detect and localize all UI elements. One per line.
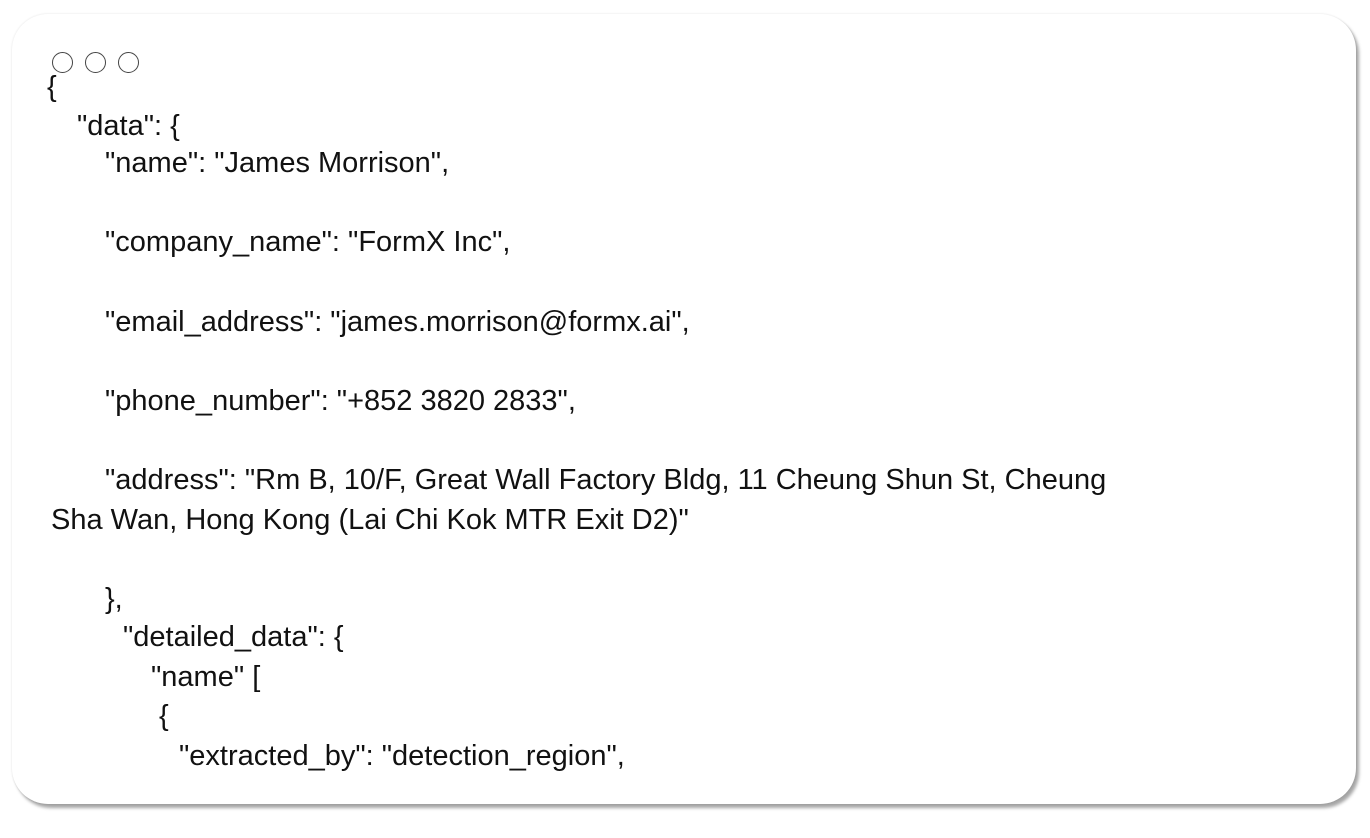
code-line: "company_name": "FormX Inc", xyxy=(105,226,511,258)
code-line: { xyxy=(159,700,169,732)
code-line: "name": "James Morrison", xyxy=(105,147,450,179)
window-controls xyxy=(52,52,139,73)
window-control-circle-icon[interactable] xyxy=(85,52,106,73)
code-window xyxy=(12,14,1356,804)
window-control-circle-icon[interactable] xyxy=(52,52,73,73)
code-line: "address": "Rm B, 10/F, Great Wall Facto… xyxy=(105,464,1107,496)
code-line: "data": { xyxy=(77,110,180,142)
code-line: "extracted_by": "detection_region", xyxy=(179,740,625,772)
code-line: "email_address": "james.morrison@formx.a… xyxy=(105,306,690,338)
code-line: }, xyxy=(105,583,123,615)
code-line: "detailed_data": { xyxy=(123,621,344,653)
code-line: Sha Wan, Hong Kong (Lai Chi Kok MTR Exit… xyxy=(51,504,689,536)
code-line: "phone_number": "+852 3820 2833", xyxy=(105,385,576,417)
code-line: "name" [ xyxy=(151,661,261,693)
code-line: { xyxy=(47,71,57,103)
window-control-circle-icon[interactable] xyxy=(118,52,139,73)
